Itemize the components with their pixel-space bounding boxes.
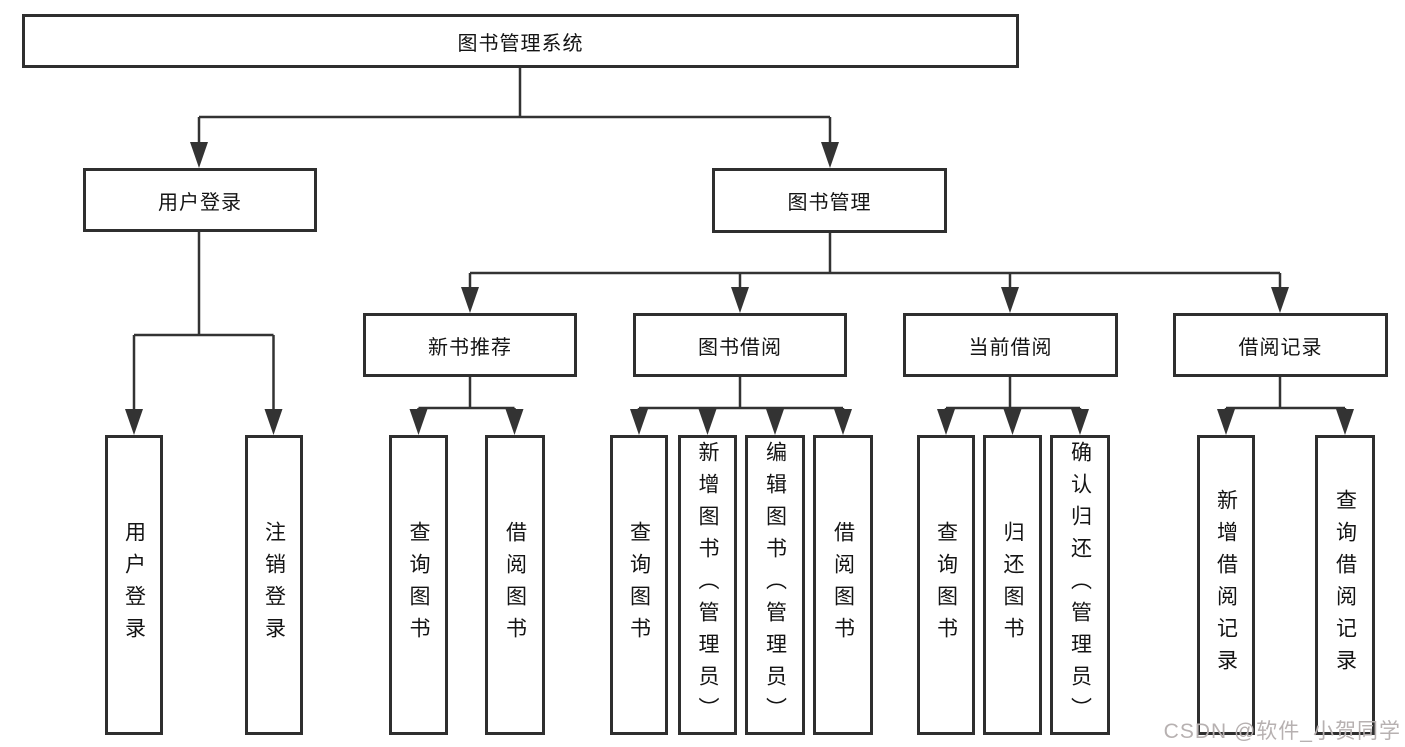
leaf-label: 查询图书 <box>407 521 430 649</box>
leaf-label: 新增借阅记录 <box>1214 489 1238 681</box>
leaf-label: 查询借阅记录 <box>1333 489 1357 681</box>
leaf-label: 确认归还（管理员） <box>1068 441 1092 729</box>
leaf-label: 归还图书 <box>1001 521 1024 649</box>
leaf-return-books: 归还图书 <box>983 435 1042 735</box>
node-library-management-system: 图书管理系统 <box>22 14 1019 68</box>
leaf-label: 注销登录 <box>262 521 286 649</box>
leaf-user-login: 用户登录 <box>105 435 163 735</box>
leaf-label: 查询图书 <box>627 521 651 649</box>
leaf-query-borrow-record: 查询借阅记录 <box>1315 435 1375 735</box>
leaf-query-books-1: 查询图书 <box>389 435 448 735</box>
leaf-label: 编辑图书（管理员） <box>763 441 787 729</box>
leaf-label: 借阅图书 <box>831 521 855 649</box>
leaf-borrow-books-1: 借阅图书 <box>485 435 545 735</box>
node-book-borrow: 图书借阅 <box>633 313 847 377</box>
node-borrow-records: 借阅记录 <box>1173 313 1388 377</box>
leaf-borrow-books-2: 借阅图书 <box>813 435 873 735</box>
leaf-logout: 注销登录 <box>245 435 303 735</box>
leaf-label: 查询图书 <box>934 521 958 649</box>
node-user-login-branch: 用户登录 <box>83 168 317 232</box>
leaf-query-books-3: 查询图书 <box>917 435 975 735</box>
leaf-label: 用户登录 <box>122 521 146 649</box>
leaf-query-books-2: 查询图书 <box>610 435 668 735</box>
leaf-add-borrow-record: 新增借阅记录 <box>1197 435 1255 735</box>
leaf-label: 新增图书（管理员） <box>696 441 719 729</box>
leaf-edit-books-admin: 编辑图书（管理员） <box>745 435 805 735</box>
leaf-add-books-admin: 新增图书（管理员） <box>678 435 737 735</box>
csdn-watermark: CSDN @软件_小贺同学 <box>1163 720 1401 743</box>
node-book-management-branch: 图书管理 <box>712 168 947 233</box>
leaf-label: 借阅图书 <box>503 521 527 649</box>
node-new-book-recommend: 新书推荐 <box>363 313 577 377</box>
leaf-confirm-return-admin: 确认归还（管理员） <box>1050 435 1110 735</box>
node-current-borrow: 当前借阅 <box>903 313 1118 377</box>
